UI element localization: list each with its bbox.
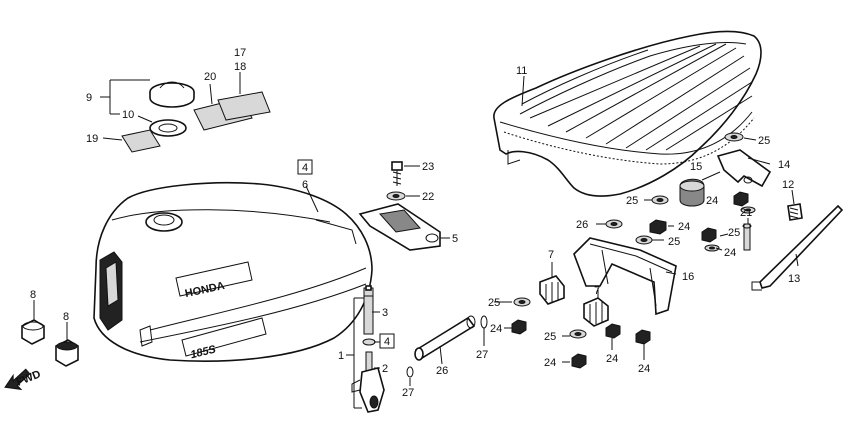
- callout-5: 5: [452, 233, 458, 245]
- callout-26-hose: 26: [436, 365, 448, 377]
- washers-nuts: [511, 191, 756, 369]
- fuel-tank: HONDA 185S: [93, 182, 373, 362]
- callout-7-top: 7: [548, 249, 554, 261]
- callout-25-c: 25: [728, 227, 740, 239]
- callout-24-a: 24: [706, 195, 718, 207]
- callout-24-g: 24: [638, 363, 650, 375]
- callout-4-boxed: 4: [302, 162, 308, 174]
- callout-27-left: 27: [402, 387, 414, 399]
- callout-25-e: 25: [544, 331, 556, 343]
- callout-23: 23: [422, 161, 434, 173]
- callout-24-b: 24: [678, 221, 690, 233]
- callout-25-hinge: 25: [758, 135, 770, 147]
- callout-2: 2: [382, 363, 388, 375]
- callout-21: 21: [740, 207, 752, 219]
- seat-hinge-group: [679, 132, 844, 291]
- fuel-cap-group: [100, 72, 271, 153]
- callout-14: 14: [778, 159, 790, 171]
- callout-24-e: 24: [544, 357, 556, 369]
- callout-25-a: 25: [626, 195, 638, 207]
- leader-lines: [494, 199, 729, 363]
- callout-24-d: 24: [490, 323, 502, 335]
- fuel-hose-group: [406, 315, 488, 386]
- callout-6: 6: [302, 179, 308, 191]
- callout-24-c: 24: [724, 247, 736, 259]
- callout-16: 16: [682, 271, 694, 283]
- callout-12: 12: [782, 179, 794, 191]
- mount-bracket-group: [358, 161, 450, 251]
- callout-15: 15: [690, 161, 702, 173]
- callout-3: 3: [382, 307, 388, 319]
- callout-18: 18: [234, 61, 246, 73]
- callout-10: 10: [122, 109, 134, 121]
- cushion-parts: [21, 300, 79, 367]
- callout-8-top: 8: [30, 289, 36, 301]
- callout-19: 19: [86, 133, 98, 145]
- callout-9: 9: [86, 92, 92, 104]
- callout-17: 17: [234, 47, 246, 59]
- callout-27-right: 27: [476, 349, 488, 361]
- fwd-arrow: FWD: [4, 368, 43, 391]
- callout-11: 11: [516, 65, 527, 77]
- callout-26-b: 26: [576, 219, 588, 231]
- fwd-label: FWD: [15, 368, 43, 389]
- callout-4-valve: 4: [384, 336, 390, 348]
- callout-25-d: 25: [488, 297, 500, 309]
- callout-1: 1: [338, 350, 344, 362]
- callout-24-f: 24: [606, 353, 618, 365]
- callout-7-bottom: 7: [594, 285, 600, 297]
- callout-20: 20: [204, 71, 216, 83]
- seat-bracket-group: [539, 237, 677, 327]
- callout-labels: 9 10 19 20 17 18 4 6 23 22 5 8 8 3 4 1 2…: [30, 47, 800, 399]
- callout-13: 13: [788, 273, 800, 285]
- seat: [493, 30, 762, 197]
- callout-8-bottom: 8: [63, 311, 69, 323]
- callout-25-b: 25: [668, 236, 680, 248]
- callout-22: 22: [422, 191, 434, 203]
- fuel-valve-group: [346, 285, 385, 413]
